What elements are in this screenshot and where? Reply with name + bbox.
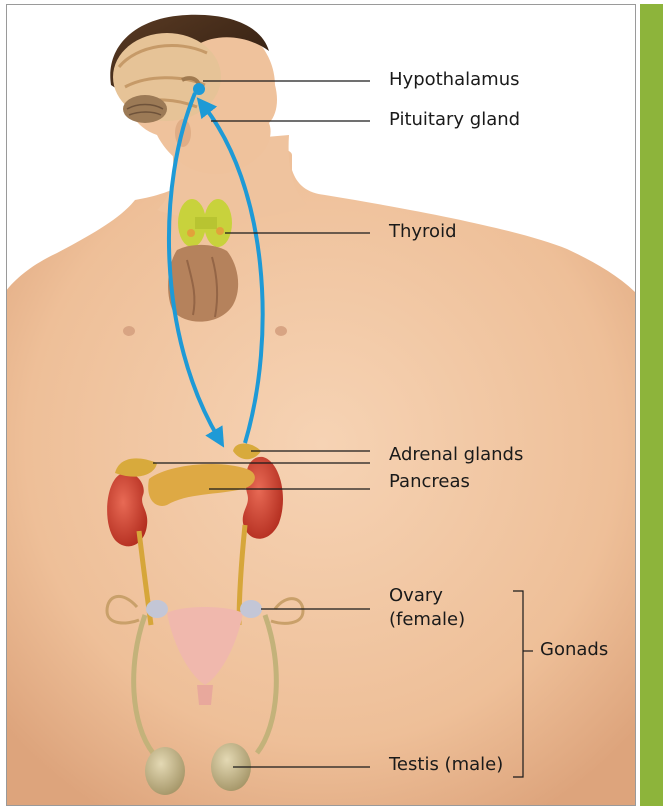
thymus [168, 245, 238, 322]
cerebellum [123, 95, 167, 123]
label-pituitary-gland: Pituitary gland [389, 108, 520, 132]
body-silhouette [7, 148, 636, 807]
figure-frame: Hypothalamus Pituitary gland Thyroid Adr… [6, 4, 636, 806]
ovary-right [240, 600, 262, 618]
label-ovary-female: (female) [389, 608, 465, 632]
label-pancreas: Pancreas [389, 470, 470, 494]
body-illustration [7, 5, 636, 806]
label-adrenal-glands: Adrenal glands [389, 443, 523, 467]
label-testis: Testis (male) [389, 753, 503, 777]
label-ovary: Ovary [389, 584, 443, 608]
label-hypothalamus: Hypothalamus [389, 68, 519, 92]
ovary-left [146, 600, 168, 618]
label-thyroid: Thyroid [389, 220, 457, 244]
label-gonads: Gonads [540, 638, 608, 662]
accent-side-bar [640, 4, 663, 806]
testis-left [145, 747, 185, 795]
